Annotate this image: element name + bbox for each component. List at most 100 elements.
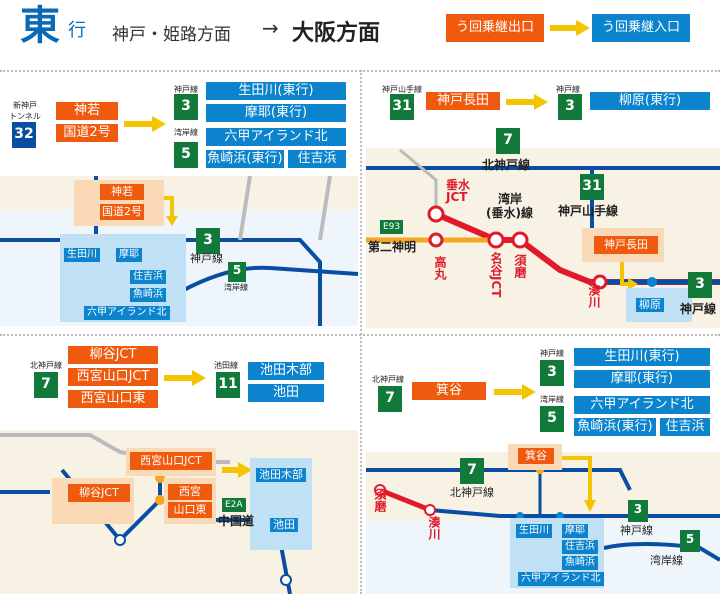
line-label: 第二神明 [368,240,417,254]
origin-line-label: 神戸山手線 [382,85,422,94]
route3-number: 3 [565,98,575,114]
arrow-icon [494,384,536,400]
entry-box: 生田川(東行) [574,348,710,366]
line-label: 湾岸線 [650,554,683,567]
map-chip: 生田川 [516,524,552,538]
route7-shield-icon: 7 [460,458,484,484]
route-arrow: → [262,16,279,40]
entry-box: 柳原(東行) [590,92,710,110]
entry-box: 摩耶(東行) [574,370,710,388]
panel-top-right: 神戸山手線 31 神戸長田 神戸線 3 柳原(東行) 7 北神戸線 垂水 JCT… [362,72,720,332]
route7-number: 7 [467,462,477,478]
line3-label: 神戸線 [174,85,198,94]
route11-shield-icon: 11 [216,372,240,398]
exit-box: 柳谷JCT [68,346,158,364]
line5-label: 湾岸線 [540,395,564,404]
ic-label: 湊川 [587,284,601,308]
line-label: 湾岸 [498,192,523,206]
arrow-icon [222,462,252,478]
header: 東 行 神戸・姫路方面 → 大阪方面 う回乗継出口 う回乗継入口 [0,0,720,64]
route31-number: 31 [392,98,412,114]
map-exit-label: 神若 [100,184,144,200]
map-chip: 池田 [270,518,298,532]
map-chip: 柳原 [636,298,664,312]
route3-shield-icon: 3 [174,94,198,120]
route-to: 大阪方面 [292,21,381,46]
ic-label: 高丸 [433,256,447,280]
map-chip: 六甲アイランド北 [518,572,604,586]
route5-number: 5 [232,263,242,277]
entry-box: 魚崎浜(東行) [574,418,656,436]
route31-number: 31 [582,178,602,194]
route7-number: 7 [41,376,51,392]
legend-exit: う回乗継出口 [446,14,544,42]
route3-shield-icon: 3 [558,94,582,120]
line3-label: 神戸線 [540,349,564,358]
dest-line-label: 神戸線 [556,85,580,94]
route5-shield-icon: 5 [680,530,700,552]
entry-box: 生田川(東行) [206,82,346,100]
panel-top-left: 新神戸 トンネル 32 神若 国道2号 神戸線 3 湾岸線 5 生田川(東行) … [0,72,358,332]
down-arrow-icon [164,196,178,226]
exit-box: 神戸長田 [426,92,500,110]
line-label: 神戸線 [190,252,223,265]
route11-number: 11 [218,376,238,392]
legend-arrow-icon [550,20,590,36]
map-exit-label: 西宮山口JCT [130,452,212,470]
map-chip: 魚崎浜 [562,556,598,570]
route5-number: 5 [181,146,191,162]
ic-label: 須磨 [513,254,527,278]
origin-line-label: 北神戸線 [372,375,404,384]
map-chip: 住吉浜 [562,540,598,554]
e2a-badge: E2A [222,498,246,512]
divider-horizontal [0,334,720,336]
map-chip: 摩耶 [562,524,588,538]
route3-shield-icon: 3 [688,272,712,298]
map-chip: 魚崎浜 [130,288,166,302]
entry-box: 住吉浜 [288,150,346,168]
entry-box: 摩耶(東行) [206,104,346,122]
route3-number: 3 [203,232,213,248]
direction-suffix: 行 [68,20,86,41]
map-exit-label: 国道2号 [100,204,144,220]
origin-line-label: 新神戸 トンネル [9,101,41,121]
route5-shield-icon: 5 [228,262,246,282]
exit-box: 神若 [56,102,118,120]
route3-shield-icon: 3 [540,360,564,386]
entry-box: 六甲アイランド北 [574,396,710,414]
line-label: 中国道 [218,514,255,528]
jct-label: JCT [446,190,468,204]
direction-kanji: 東 [20,3,60,49]
route3-number: 3 [695,276,705,292]
e93-badge: E93 [380,220,404,234]
arrow-icon [164,370,206,386]
route31-shield-icon: 31 [580,174,604,200]
legend-entry: う回乗継入口 [592,14,690,42]
panel-bottom-left: 北神戸線 7 柳谷JCT 西宮山口JCT 西宮山口東 池田線 11 池田木部 池… [0,338,358,594]
map-chip: 六甲アイランド北 [84,306,170,320]
line5-label: 湾岸線 [174,128,198,137]
map-chip: 摩耶 [116,248,142,262]
route7-shield-icon: 7 [496,128,520,154]
entry-box: 池田 [248,384,324,402]
down-arrow-icon [620,262,638,290]
route3-number: 3 [633,502,643,516]
map-exit-label: 山口東 [168,502,212,518]
line-label: (垂水)線 [486,206,533,220]
arrow-icon [124,116,166,132]
entry-box: 池田木部 [248,362,324,380]
origin-line-label: 北神戸線 [30,361,62,370]
line-label: 神戸線 [680,302,717,316]
map-exit-label: 西宮 [168,484,212,500]
route31-shield-icon: 31 [390,94,414,120]
down-arrow-icon [562,456,596,512]
route3-number: 3 [547,364,557,380]
map-exit-label: 柳谷JCT [68,484,130,502]
exit-box: 箕谷 [412,382,486,400]
map-chip: 住吉浜 [130,270,166,284]
map-chip: 池田木部 [256,468,306,482]
route5-number: 5 [547,410,557,426]
map-exit-label: 神戸長田 [594,236,658,254]
route7-shield-icon: 7 [34,372,58,398]
